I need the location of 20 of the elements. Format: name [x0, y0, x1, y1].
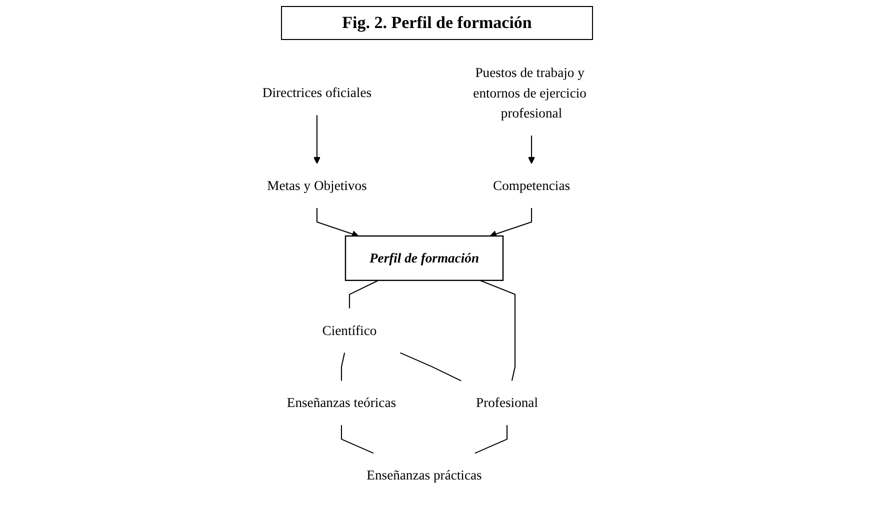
arrow: [313, 115, 321, 164]
title: Fig. 2. Perfil de formación: [281, 6, 593, 40]
connector: [348, 280, 379, 308]
connector: [340, 425, 374, 454]
connector: [480, 280, 516, 381]
node-text: Científico: [322, 322, 377, 338]
node-text: Enseñanzas prácticas: [366, 468, 482, 483]
arrow: [316, 208, 359, 238]
connector: [400, 352, 462, 382]
connector: [474, 425, 508, 454]
node-text: Metas y Objetivos: [267, 178, 367, 194]
node-text: Profesional: [476, 395, 538, 410]
arrow: [528, 136, 536, 164]
arrow: [490, 208, 532, 238]
node-text: Competencias: [493, 178, 570, 194]
node-box: Perfil de formación: [344, 235, 504, 281]
node-text: Directrices oficiales: [262, 85, 372, 100]
node-text: Puestos de trabajo y entornos de ejercicio profesional: [473, 64, 586, 121]
connector: [340, 352, 346, 381]
node-text: Enseñanzas teóricas: [286, 395, 396, 410]
